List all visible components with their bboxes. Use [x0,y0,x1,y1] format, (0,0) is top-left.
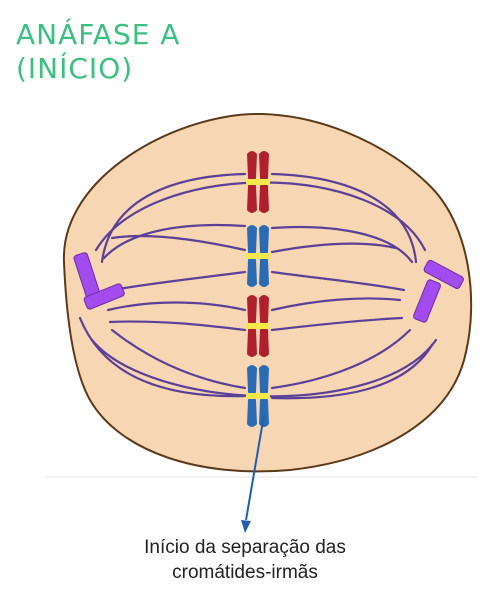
spindle-fiber [110,328,247,390]
chromosomes [246,151,270,427]
spindle-fiber [270,328,412,390]
spindle-fiber [108,320,247,332]
centriole [423,259,464,290]
centriole-right [413,259,464,323]
centriole [413,279,441,323]
spindle-fiber [110,234,247,252]
spindle-fiber [270,270,406,292]
spindle-fiber [102,223,247,260]
chromosome-red [246,151,270,213]
spindle-fiber [270,297,402,312]
spindle-fiber [270,343,434,400]
chromosome-red [246,295,270,357]
spindle-fiber [270,242,398,254]
spindle-fiber [110,270,247,292]
spindle-fiber [270,172,418,264]
caption: Início da separação das cromátides-irmãs [90,535,400,585]
page-title: ANÁFASE A (INÍCIO) [16,18,180,86]
caption-line-1: Início da separação das [144,537,346,558]
spindle-fiber [78,316,247,398]
centromere [246,179,270,185]
arrow-head [241,520,251,533]
pointer-arrow [241,414,265,533]
spindle-fiber [106,301,247,312]
title-line-2: (INÍCIO) [16,52,134,85]
centromere [246,253,270,259]
spindle-fiber [100,172,247,264]
centromere [246,323,270,329]
caption-line-2: cromátides-irmãs [172,562,318,583]
centromere [246,393,270,399]
spindle-fiber [270,225,414,264]
arrow-shaft [245,414,265,521]
centriole-left [73,252,125,310]
chromosome-blue [246,225,270,287]
title-line-1: ANÁFASE A [16,18,181,51]
spindle-fiber [270,316,404,332]
centriole [83,283,125,310]
chromosome-blue [246,365,270,427]
